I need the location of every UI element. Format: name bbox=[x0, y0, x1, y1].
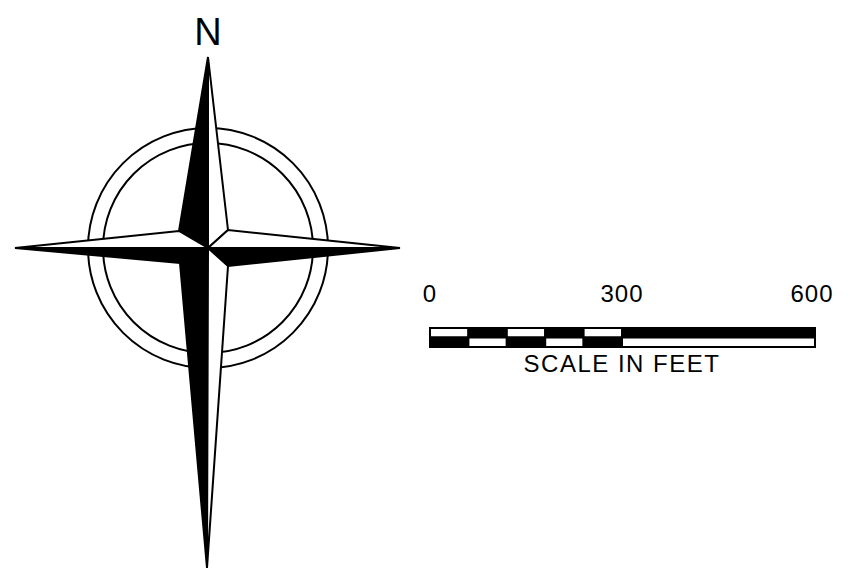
west-point-dark bbox=[15, 248, 208, 263]
compass-rose bbox=[15, 57, 400, 568]
west-point-light bbox=[15, 231, 208, 248]
north-point-light bbox=[208, 57, 228, 248]
north-label: N bbox=[194, 13, 221, 51]
scale-tick-value: 600 bbox=[790, 282, 833, 306]
scale-bar bbox=[430, 328, 815, 347]
scale-unit-label: SCALE IN FEET bbox=[524, 352, 721, 376]
scale-tick-value: 300 bbox=[600, 282, 643, 306]
south-point-light bbox=[207, 248, 228, 568]
south-point-dark bbox=[180, 248, 208, 568]
north-point-dark bbox=[179, 57, 208, 248]
scale-tick-value: 0 bbox=[423, 282, 437, 306]
east-point-light bbox=[208, 230, 400, 248]
east-point-dark bbox=[208, 248, 400, 266]
